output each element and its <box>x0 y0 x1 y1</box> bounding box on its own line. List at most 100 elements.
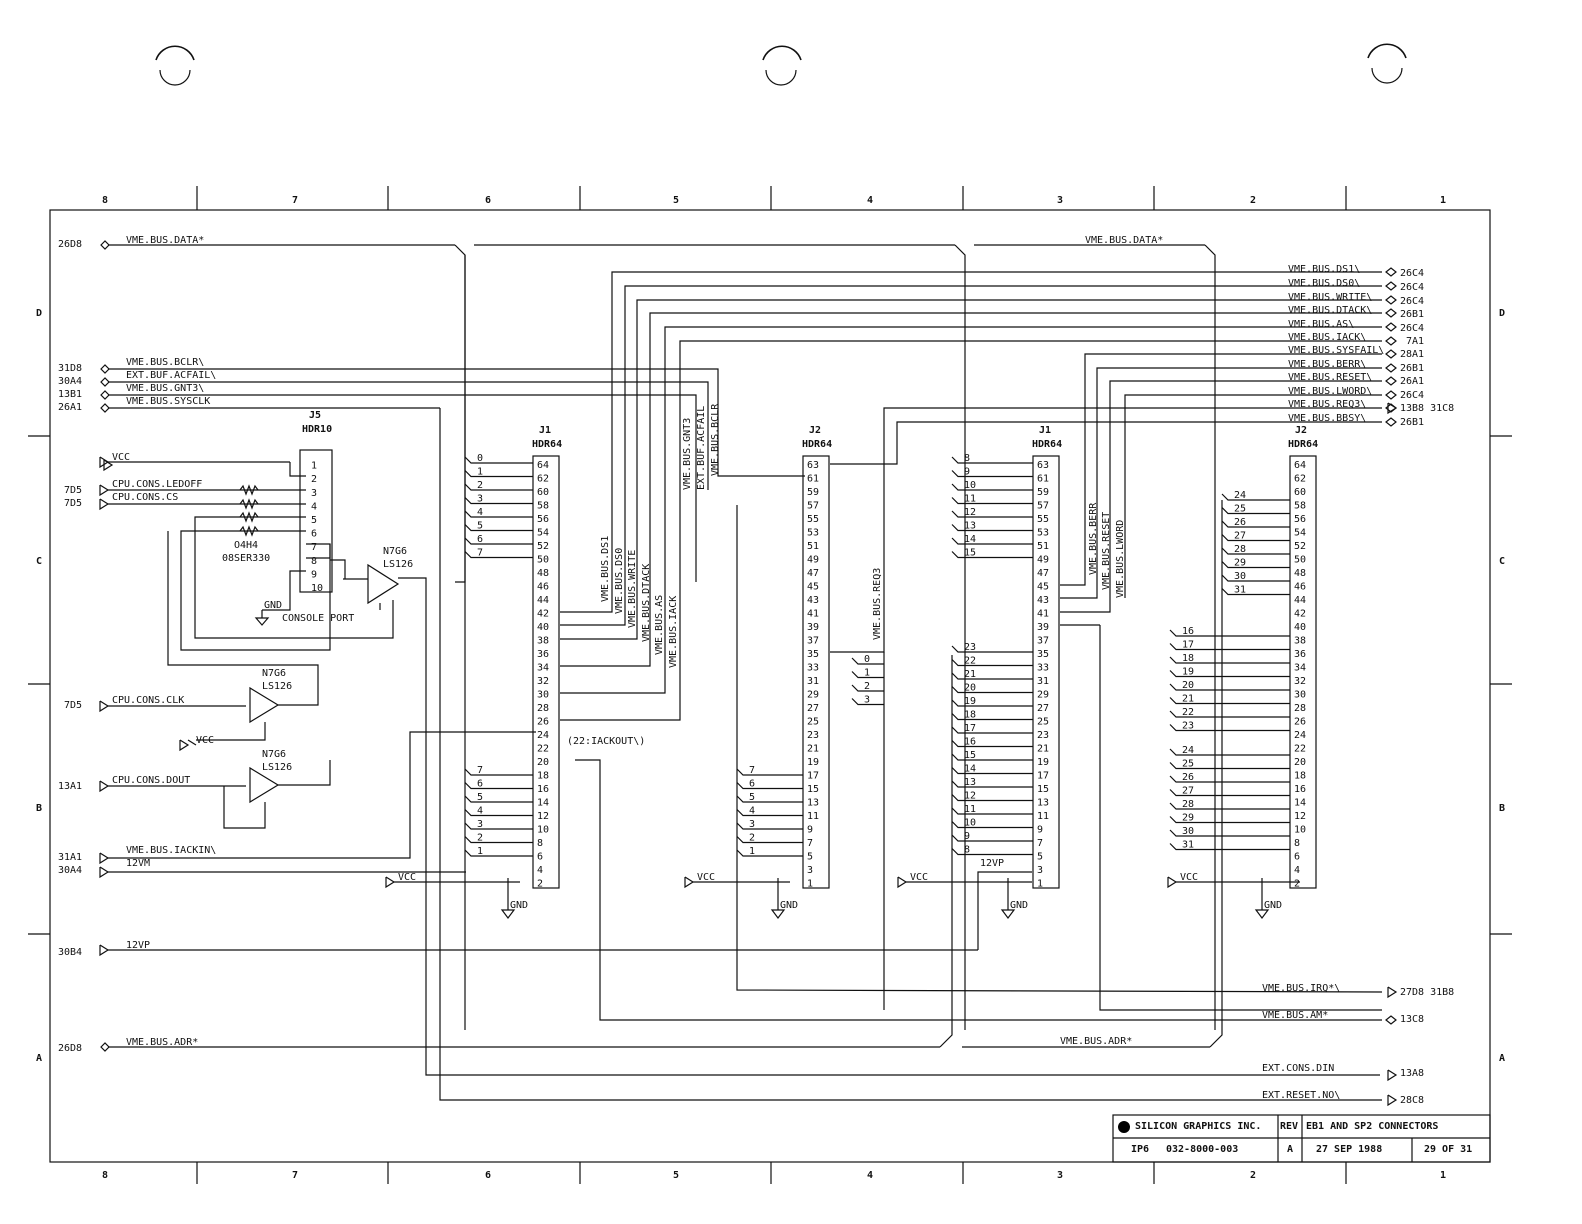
pin-number: 42 <box>537 609 549 620</box>
bus-tap <box>951 672 1033 680</box>
left-nets <box>108 244 1223 1048</box>
offpage-in <box>99 498 110 511</box>
pin-number: 45 <box>1037 582 1049 593</box>
pin-number: 5 <box>807 852 813 863</box>
drawing-frame <box>49 209 1491 1163</box>
pin-number: 2 <box>537 879 543 890</box>
pin-number: 52 <box>537 541 549 552</box>
bus-tap <box>464 782 533 790</box>
bit-index: 1 <box>749 846 755 857</box>
pin-number: 39 <box>1037 622 1049 633</box>
bus-tap <box>951 659 1033 667</box>
bit-index: 21 <box>964 669 976 680</box>
bus-tap <box>851 657 884 665</box>
bus-tap <box>464 809 533 817</box>
zone-col-label: 1 <box>1440 195 1446 206</box>
pin-number: 29 <box>1037 690 1049 701</box>
pin-number: 10 <box>537 825 549 836</box>
pin-number: 12 <box>1294 811 1306 822</box>
bit-index: 2 <box>477 480 483 491</box>
bus-tap <box>1221 588 1290 596</box>
bit-index: 1 <box>477 846 483 857</box>
pin-number: 36 <box>537 649 549 660</box>
bus-tap <box>464 836 533 844</box>
bus-tap <box>464 768 533 776</box>
bit-index: 16 <box>1182 626 1194 637</box>
offpage-bidir <box>1385 376 1397 386</box>
bit-index: 1 <box>864 668 870 679</box>
bus-tap <box>1221 534 1290 542</box>
bus-tap <box>951 740 1033 748</box>
bit-index: 28 <box>1182 799 1194 810</box>
offpage-out <box>1387 1069 1398 1082</box>
zone-col-label: 3 <box>1057 1170 1063 1181</box>
pin-number: 14 <box>537 798 549 809</box>
bottom-routes <box>439 408 1383 1101</box>
pin-number: 61 <box>1037 474 1049 485</box>
bit-index: 5 <box>477 792 483 803</box>
bus-tap <box>736 795 803 803</box>
bit-index: 17 <box>964 723 976 734</box>
pin-number: 5 <box>1037 852 1043 863</box>
pin-number: 35 <box>807 649 819 660</box>
pin-number: 25 <box>807 717 819 728</box>
pin-number: 59 <box>1037 487 1049 498</box>
offpage-out <box>1387 402 1398 415</box>
pin-number: 2 <box>1294 879 1300 890</box>
pin-number: 21 <box>807 744 819 755</box>
offpage-in <box>99 700 110 713</box>
bit-index: 3 <box>477 819 483 830</box>
pin-number: 6 <box>311 529 317 540</box>
pin-number: 37 <box>1037 636 1049 647</box>
zone-row-label: D <box>36 308 42 319</box>
j5-header <box>254 449 333 626</box>
bit-index: 2 <box>477 833 483 844</box>
bit-index: 0 <box>864 654 870 665</box>
bit-index: 29 <box>1234 558 1246 569</box>
pin-number: 23 <box>1037 730 1049 741</box>
bus-tap <box>464 470 533 478</box>
offpage-bidir <box>1385 1015 1397 1025</box>
bus-tap <box>1221 493 1290 501</box>
pin-number: 33 <box>807 663 819 674</box>
offpage-bidir <box>1385 390 1397 400</box>
bit-index: 21 <box>1182 694 1194 705</box>
bit-index: 6 <box>477 779 483 790</box>
bit-index: 22 <box>964 656 976 667</box>
zone-col-label: 2 <box>1250 1170 1256 1181</box>
bus-tap <box>951 794 1033 802</box>
bit-index: 2 <box>864 681 870 692</box>
pin-number: 53 <box>1037 528 1049 539</box>
bus-tap <box>951 753 1033 761</box>
offpage-bidir <box>100 377 110 387</box>
bus-tap <box>464 795 533 803</box>
bus-tap <box>464 537 533 545</box>
pin-number: 51 <box>1037 541 1049 552</box>
bus-tap <box>951 821 1033 829</box>
bit-index: 25 <box>1182 759 1194 770</box>
offpage-in <box>99 852 110 865</box>
bus-tap <box>851 698 884 706</box>
connector-body <box>532 455 560 889</box>
bit-index: 13 <box>964 777 976 788</box>
offpage-bidir <box>1385 336 1397 346</box>
bus-tap <box>951 848 1033 856</box>
bus-tap <box>1169 670 1290 678</box>
bus-tap <box>1221 574 1290 582</box>
bit-index: 22 <box>1182 707 1194 718</box>
bit-index: 31 <box>1182 840 1194 851</box>
pin-number: 37 <box>807 636 819 647</box>
pin-number: 34 <box>1294 663 1306 674</box>
connectors: 6462605856545250484644424038363432302826… <box>311 453 1317 890</box>
pin-number: 62 <box>537 474 549 485</box>
bus-tap <box>464 456 533 464</box>
pin-number: 20 <box>1294 757 1306 768</box>
bit-index: 4 <box>477 806 483 817</box>
pin-number: 50 <box>537 555 549 566</box>
pin-number: 39 <box>807 622 819 633</box>
bus-tap <box>464 524 533 532</box>
pin-number: 3 <box>807 865 813 876</box>
offpage-bidir <box>1385 417 1397 427</box>
bit-index: 0 <box>477 453 483 464</box>
